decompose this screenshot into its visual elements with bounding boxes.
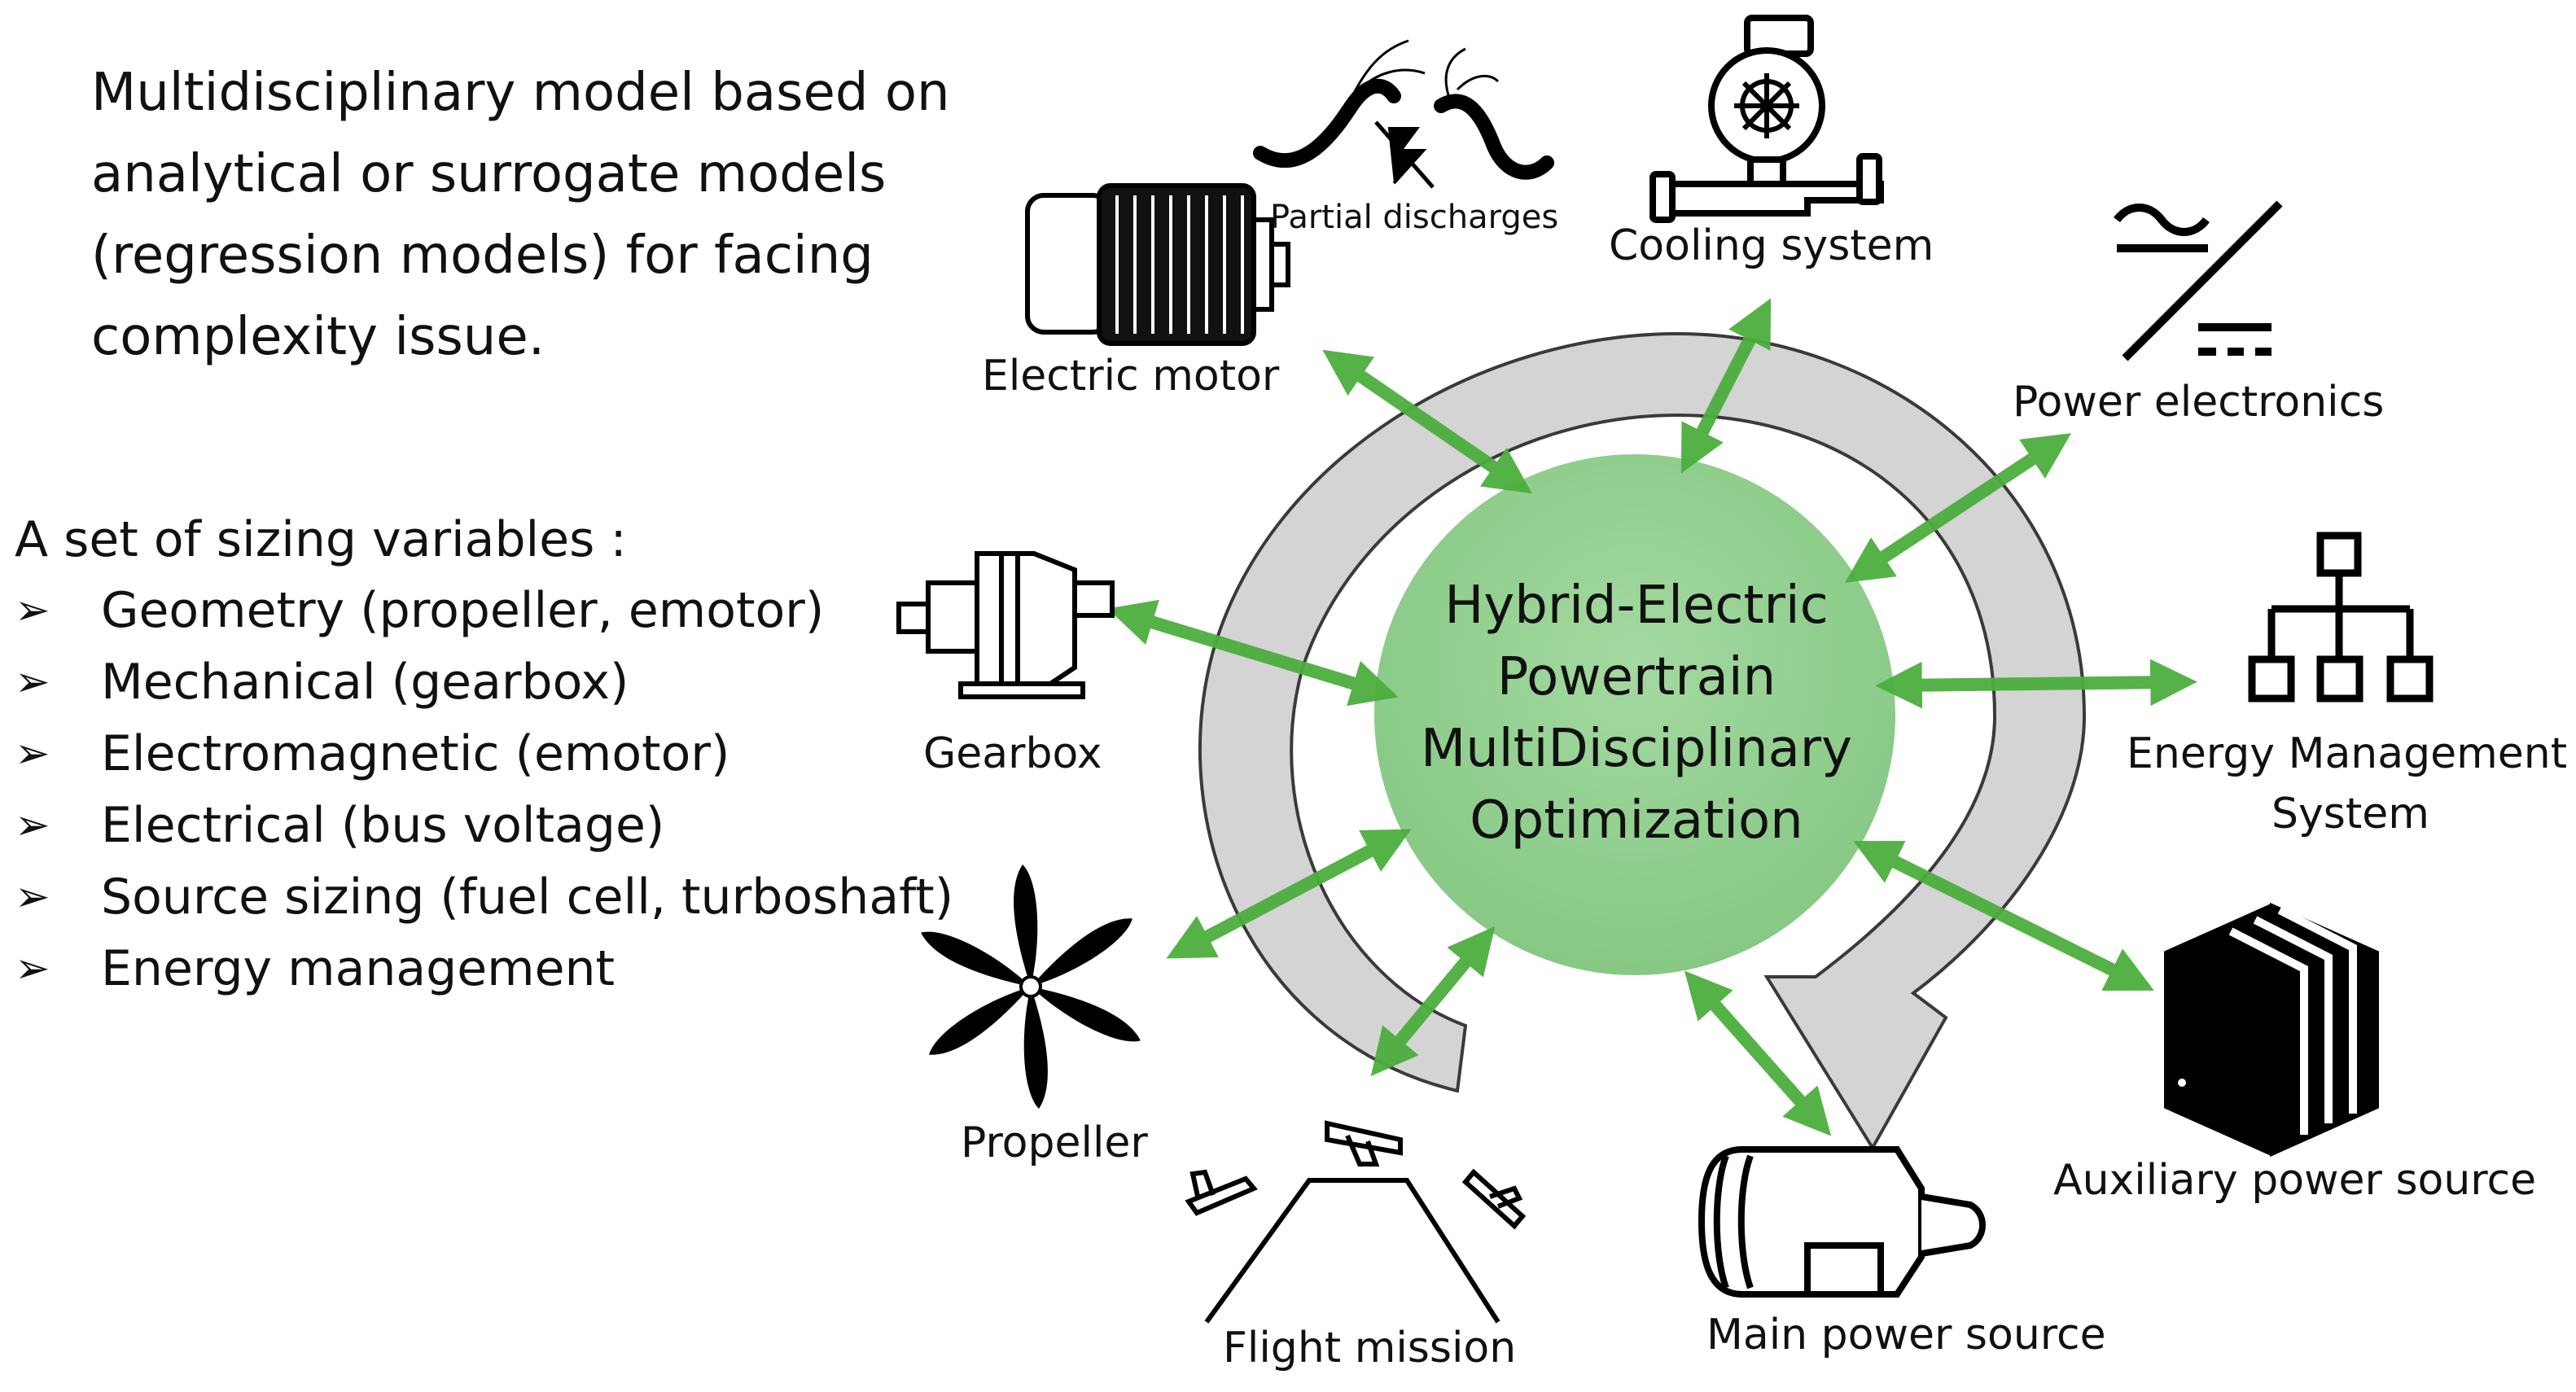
- intro-text: Multidisciplinary model based on analyti…: [91, 52, 1052, 378]
- flight-mission-label: Flight mission: [1223, 1324, 1517, 1372]
- gearbox-label: Gearbox: [923, 729, 1102, 778]
- hierarchy-icon: [2248, 532, 2434, 703]
- main-power-source-label: Main power source: [1706, 1311, 2106, 1359]
- partial-discharges-label: Partial discharges: [1270, 199, 1559, 236]
- list-item: ➢ Electromagnetic (emotor): [15, 718, 953, 790]
- intro-line: Multidisciplinary model based on: [91, 63, 950, 123]
- electric-motor-label: Electric motor: [982, 352, 1280, 401]
- list-item: ➢ Geometry (propeller, emotor): [15, 575, 953, 646]
- arrow-bullet-icon: ➢: [15, 658, 50, 707]
- cable-discharge-icon: [1253, 39, 1554, 189]
- center-line: MultiDisciplinary: [1421, 719, 1852, 779]
- gearbox-icon: [896, 551, 1115, 699]
- arrow-bullet-icon: ➢: [15, 944, 50, 993]
- center-circle: [1374, 454, 1895, 975]
- connection-arrows: [1107, 298, 2197, 1136]
- center-title: Hybrid-Electric Powertrain MultiDiscipli…: [1368, 570, 1905, 856]
- arrow-bullet-icon: ➢: [15, 873, 50, 921]
- intro-line: analytical or surrogate models: [91, 144, 887, 204]
- center-line: Optimization: [1470, 790, 1803, 851]
- list-item-label: Electromagnetic (emotor): [101, 725, 730, 782]
- power-electronics-label: Power electronics: [2013, 378, 2385, 427]
- energy-management-label-line2: System: [2272, 790, 2429, 838]
- turbine-engine-icon: [1698, 1146, 1986, 1298]
- list-item-label: Energy management: [101, 940, 616, 997]
- center-line: Powertrain: [1496, 647, 1776, 707]
- list-item: ➢ Mechanical (gearbox): [15, 646, 953, 718]
- pump-icon: [1649, 15, 1884, 223]
- auxiliary-power-source-label: Auxiliary power source: [2053, 1156, 2537, 1205]
- battery-icon: [2164, 902, 2379, 1158]
- list-item: ➢ Electrical (bus voltage): [15, 790, 953, 861]
- energy-management-label: Energy Management: [2127, 729, 2568, 778]
- arrow-bullet-icon: ➢: [15, 586, 50, 635]
- propeller-icon: [921, 865, 1141, 1109]
- intro-line: complexity issue.: [91, 307, 545, 367]
- flight-profile-icon: [1185, 1120, 1527, 1324]
- arrow-bullet-icon: ➢: [15, 729, 50, 778]
- list-item-label: Geometry (propeller, emotor): [101, 582, 825, 639]
- cooling-system-label: Cooling system: [1609, 221, 1934, 270]
- list-item: ➢ Energy management: [15, 933, 953, 1005]
- propeller-label: Propeller: [961, 1118, 1148, 1167]
- sizing-variables: A set of sizing variables : ➢ Geometry (p…: [15, 505, 953, 1005]
- list-item-label: Electrical (bus voltage): [101, 797, 665, 854]
- sizing-variables-list: ➢ Geometry (propeller, emotor) ➢ Mechanica…: [15, 575, 953, 1005]
- list-item-label: Source sizing (fuel cell, turboshaft): [101, 869, 954, 926]
- ac-dc-converter-icon: [2114, 200, 2283, 361]
- center-line: Hybrid-Electric: [1444, 576, 1829, 636]
- arrow-bullet-icon: ➢: [15, 801, 50, 850]
- electric-motor-icon: [1025, 183, 1290, 346]
- list-item: ➢ Source sizing (fuel cell, turboshaft): [15, 861, 953, 933]
- list-item-label: Mechanical (gearbox): [101, 654, 629, 711]
- sizing-variables-heading: A set of sizing variables :: [15, 511, 627, 568]
- intro-line: (regression models) for facing: [91, 225, 874, 286]
